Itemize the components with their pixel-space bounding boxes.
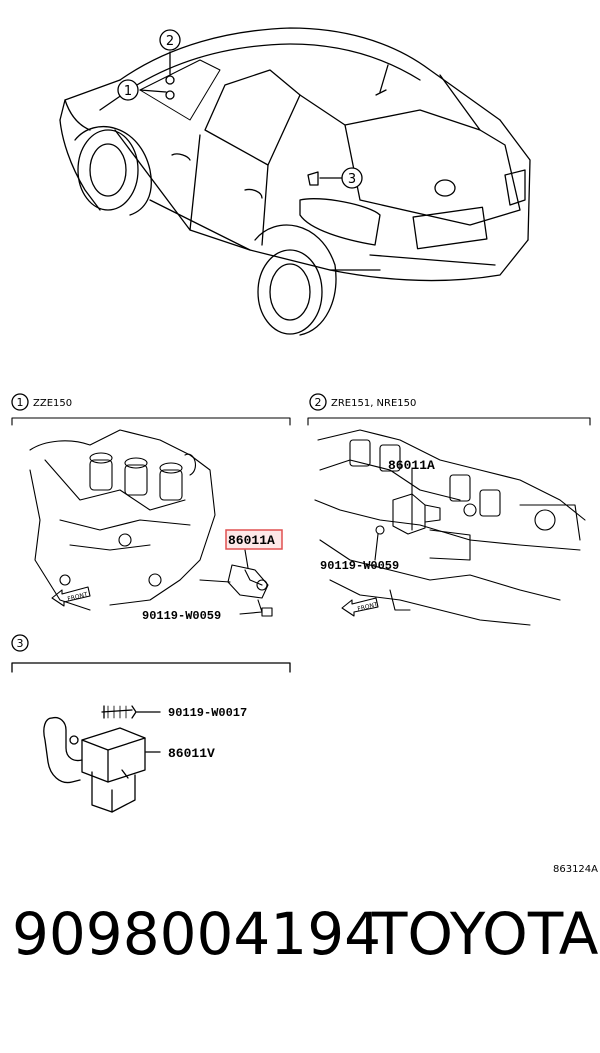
front-label-s1: FRONT (67, 591, 89, 603)
front-label-s2: FRONT (357, 601, 379, 613)
section-1-title: ZZE150 (33, 398, 72, 409)
diagram-code: 863124A (553, 864, 598, 875)
part-label-s3-bolt[interactable]: 90119-W0017 (168, 706, 247, 720)
section-1-number-circle (11, 393, 29, 411)
highlight-box (225, 529, 283, 550)
part-label-s1-sensor[interactable]: 86011A (228, 533, 275, 548)
callout-2-circle (159, 29, 181, 51)
callout-3-label: 3 (348, 172, 356, 187)
section-2-title: ZRE151, NRE150 (331, 398, 416, 409)
section-3-number: 3 (17, 637, 24, 650)
part-label-s1-bolt[interactable]: 90119-W0059 (142, 609, 221, 623)
section-3-number-circle (11, 634, 29, 652)
section-1-number: 1 (17, 396, 24, 409)
part-label-s3-sensor[interactable]: 86011V (168, 746, 215, 761)
callout-3-circle (341, 167, 363, 189)
section-3-illustration (11, 662, 291, 813)
callout-1-circle (117, 79, 139, 101)
part-number: 9098004194 (12, 900, 382, 968)
callout-1-label: 1 (124, 84, 132, 99)
brand-name: TOYOTA (372, 900, 599, 968)
section-1-illustration (11, 417, 291, 617)
callout-2-label: 2 (166, 34, 174, 49)
section-2-number: 2 (315, 396, 322, 409)
vehicle-illustration (59, 27, 531, 336)
section-2-illustration (307, 417, 591, 626)
part-label-s2-bolt[interactable]: 90119-W0059 (320, 559, 399, 573)
part-label-s2-sensor[interactable]: 86011A (388, 458, 435, 473)
section-2-number-circle (309, 393, 327, 411)
